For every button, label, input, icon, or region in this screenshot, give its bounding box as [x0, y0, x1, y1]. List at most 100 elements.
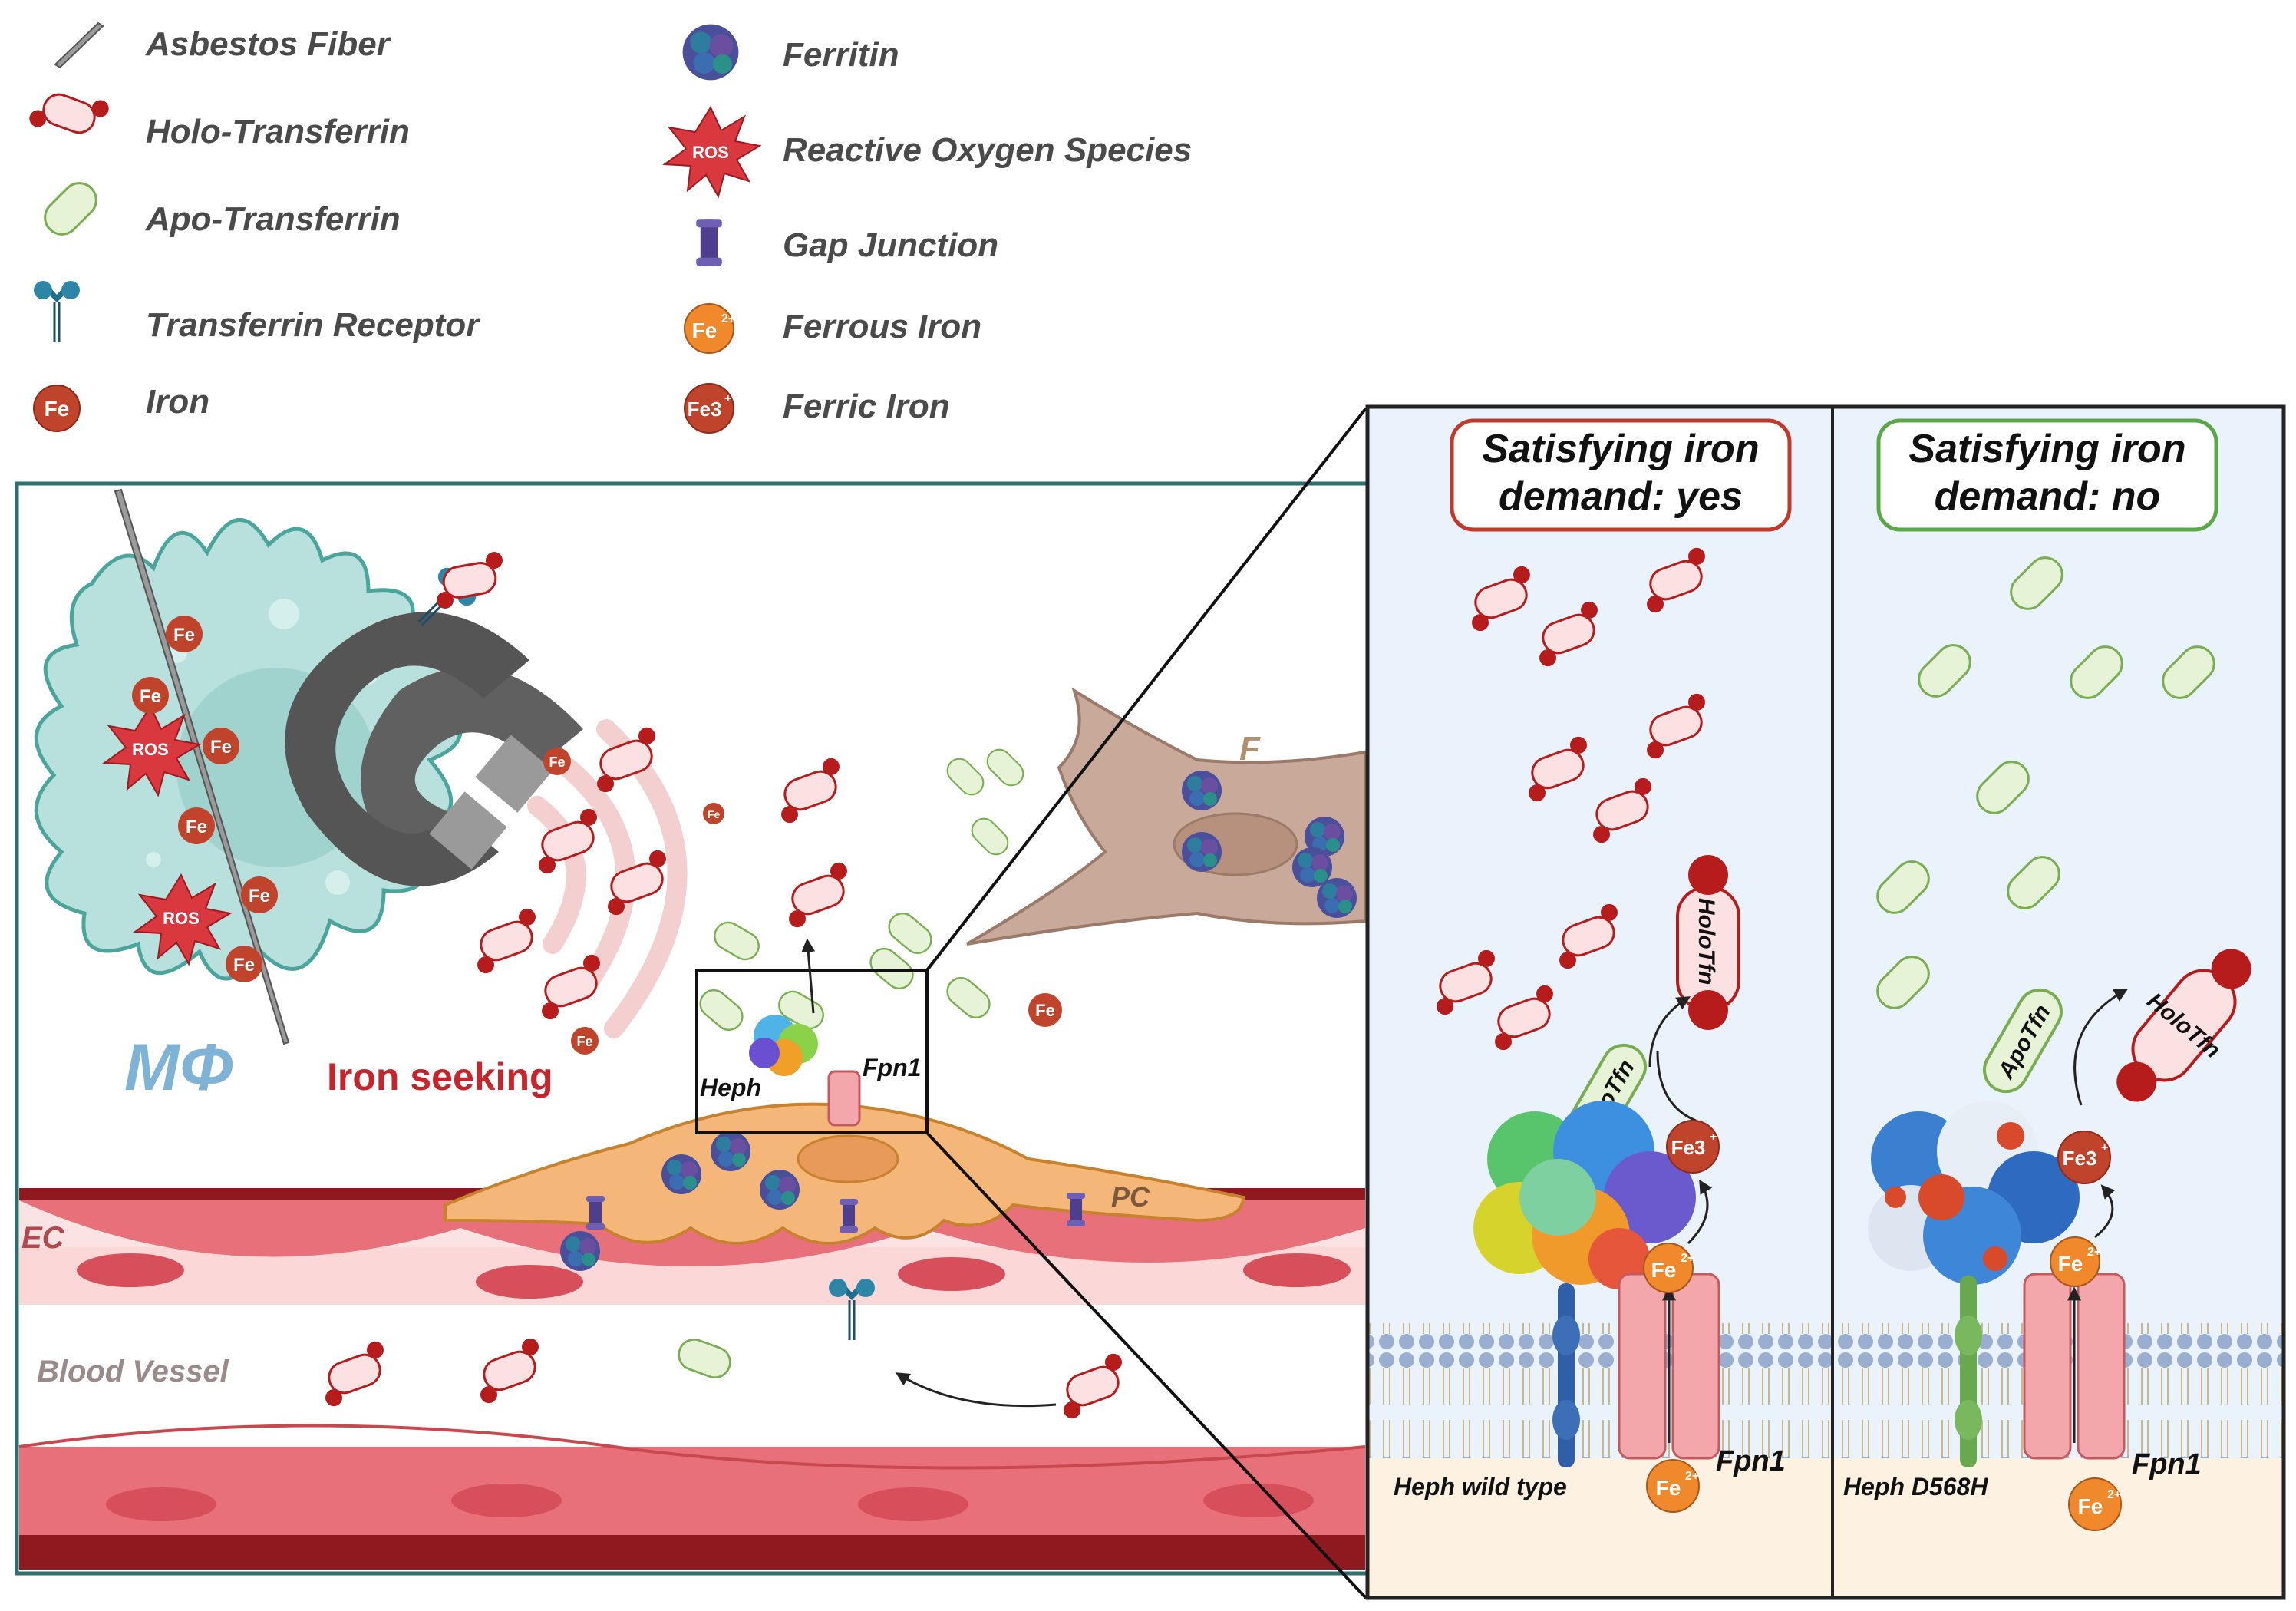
ferric-ion: Fe3 + [2057, 1131, 2111, 1184]
iron-ball: Fe [226, 946, 262, 982]
ferritin-icon [682, 24, 739, 81]
ferritin [1182, 832, 1222, 872]
svg-text:Fe: Fe [1656, 1476, 1681, 1500]
legend-iron: Iron [146, 383, 209, 421]
heph-protein-small [749, 1015, 818, 1076]
svg-text:Fe: Fe [549, 754, 565, 770]
title-box-yes [1450, 418, 1792, 532]
svg-text:Fe: Fe [576, 1034, 592, 1049]
holotfn-label-yes: HoloTfn [1694, 898, 1719, 985]
svg-text:Fe3: Fe3 [1671, 1136, 1706, 1159]
svg-text:Fe: Fe [708, 808, 721, 820]
heph-wildtype-label: Heph wild type [1394, 1473, 1567, 1500]
iron-seeking-label: Iron seeking [327, 1055, 553, 1098]
heph-d568h-protein [1868, 1101, 2080, 1467]
legend-ferritin: Ferritin [783, 36, 899, 74]
svg-text:2+: 2+ [1681, 1252, 1694, 1265]
iron-ball: Fe [543, 748, 571, 775]
legend-gap-junction: Gap Junction [783, 226, 998, 264]
asbestos-icon [54, 21, 104, 69]
ferrous-ion: Fe 2+ [2050, 1236, 2101, 1287]
ferritin [760, 1170, 800, 1210]
legend-holo-transferrin: Holo-Transferrin [146, 113, 410, 150]
heph-d568h-label: Heph D568H [1843, 1473, 1988, 1500]
zoom-box [695, 969, 929, 1134]
svg-text:+: + [2101, 1141, 2108, 1154]
svg-text:2+: 2+ [2107, 1488, 2121, 1501]
title-yes-line2: demand: yes [1499, 474, 1743, 519]
ros-star: ROS [102, 704, 202, 797]
iron-ball: Fe [241, 876, 278, 913]
title-yes-line1: Satisfying iron [1482, 427, 1759, 471]
iron-icon: Fe [33, 385, 81, 432]
iron-ball: Fe [132, 677, 169, 714]
gap-junction-icon [696, 219, 722, 266]
svg-text:Fe: Fe [692, 319, 718, 342]
title-no-line2: demand: no [1935, 474, 2161, 519]
ros-icon: ROS [662, 105, 762, 199]
svg-text:ROS: ROS [692, 143, 729, 162]
legend-ferrous-iron: Ferrous Iron [783, 308, 981, 345]
svg-text:Fe3: Fe3 [2063, 1147, 2097, 1170]
legend-asbestos: Asbestos Fiber [145, 25, 392, 63]
legend-apo-transferrin: Apo-Transferrin [145, 200, 401, 238]
ferrous-ion: Fe 2+ [1643, 1243, 1694, 1293]
apo-transferrin-icon [37, 175, 104, 243]
svg-text:Fe: Fe [45, 397, 70, 421]
svg-text:ROS: ROS [132, 740, 169, 759]
main-panel: EC Blood Vessel PC F [15, 407, 1370, 1599]
legend: Asbestos Fiber Holo-Transferrin Apo-Tran… [25, 21, 1192, 434]
svg-text:ROS: ROS [163, 909, 200, 928]
pericyte-cell [444, 1102, 1245, 1245]
iron-ball: Fe [166, 616, 203, 652]
svg-text:Fe: Fe [1035, 1001, 1055, 1020]
macrophage-label: MΦ [124, 1031, 233, 1104]
transferrin-receptor-icon [32, 279, 81, 344]
title-no-line1: Satisfying iron [1908, 427, 2185, 471]
iron-ball: Fe [203, 728, 239, 764]
svg-text:Fe: Fe [249, 886, 270, 906]
blood-vessel-label: Blood Vessel [37, 1355, 229, 1388]
svg-text:2+: 2+ [1685, 1470, 1699, 1483]
panel-yes: Satisfying iron demand: yes HoloTfn ApoT… [1367, 407, 1833, 1598]
ferritin [711, 1131, 750, 1171]
legend-ferric-iron: Ferric Iron [783, 388, 950, 425]
panel-no: Satisfying iron demand: no HoloTfn ApoTf… [1833, 407, 2284, 1598]
heph-label: Heph [700, 1074, 761, 1101]
svg-text:Fe: Fe [140, 686, 161, 707]
title-box-no [1876, 418, 2218, 532]
ferritin [1317, 878, 1357, 918]
ferrous-ion: Fe 2+ [2068, 1477, 2122, 1531]
iron-ball: Fe [571, 1027, 599, 1055]
svg-text:Fe: Fe [173, 625, 195, 645]
svg-text:Fe: Fe [186, 817, 207, 837]
ferritin [560, 1231, 600, 1271]
legend-ros: Reactive Oxygen Species [783, 131, 1192, 169]
iron-ball: Fe [1028, 993, 1062, 1027]
svg-text:2+: 2+ [2087, 1246, 2101, 1259]
fpn1-label-yes: Fpn1 [1716, 1445, 1786, 1477]
fibroblast-label: F [1239, 730, 1261, 768]
svg-text:Fe3: Fe3 [688, 398, 722, 421]
zoom-line-top [925, 407, 1367, 972]
fpn1-small [827, 1070, 861, 1127]
ec-label: EC [21, 1221, 65, 1255]
holotfn-large: HoloTfn [1676, 855, 1740, 1030]
fpn1-channel-yes [1618, 1273, 1720, 1460]
svg-text:Fe: Fe [2078, 1494, 2103, 1518]
iron-ball: Fe [178, 807, 215, 844]
svg-text:Fe: Fe [233, 955, 255, 976]
ferrous-ion: Fe 2+ [1646, 1459, 1700, 1513]
svg-text:Fe: Fe [1651, 1258, 1677, 1282]
holo-transferrin-icon [25, 78, 113, 150]
svg-text:+: + [724, 392, 731, 405]
svg-text:+: + [1710, 1131, 1717, 1144]
ferrous-iron-icon: Fe 2+ [684, 303, 735, 354]
zoom-panels-frame [1365, 404, 2286, 1600]
fpn1-label-no: Fpn1 [2132, 1448, 2202, 1481]
ferric-ion: Fe3 + [1666, 1120, 1720, 1174]
fpn1-label: Fpn1 [863, 1054, 921, 1081]
holotfn-large: HoloTfn [2116, 949, 2251, 1102]
ferritin [661, 1154, 701, 1194]
